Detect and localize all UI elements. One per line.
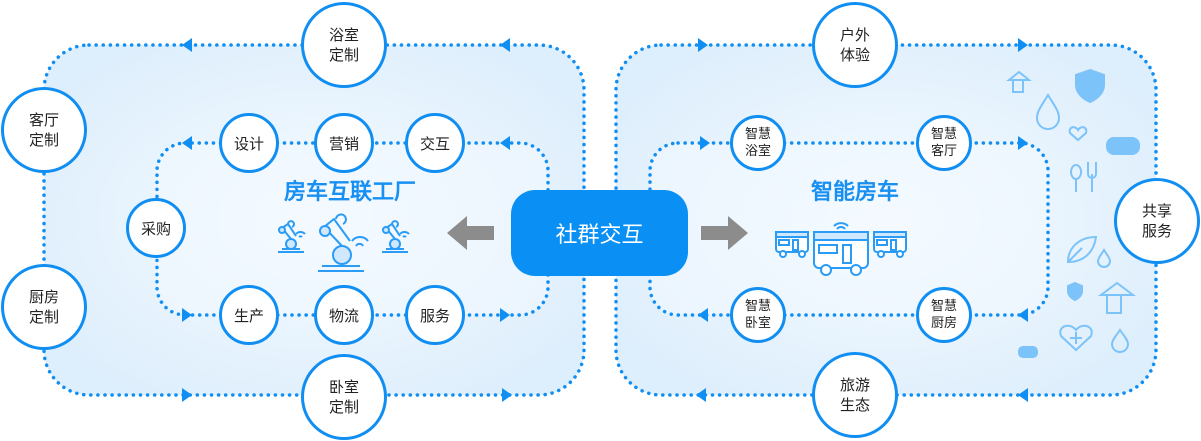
node-label: 浴室定制 <box>328 26 359 64</box>
community-interaction-hub[interactable]: 社群交互 <box>511 190 688 276</box>
service-decor-icons <box>1006 68 1140 358</box>
heart-icon <box>1068 126 1088 142</box>
node-design[interactable]: 设计 <box>219 113 279 173</box>
heart-plus-icon <box>1059 324 1093 352</box>
node-label: 卧室定制 <box>328 378 359 416</box>
hanger-icon <box>1098 281 1136 314</box>
node-label: 旅游生态 <box>839 376 870 414</box>
node-procurement[interactable]: 采购 <box>126 198 186 258</box>
water-drop-icon <box>1096 248 1112 268</box>
node-bedroom-custom[interactable]: 卧室定制 <box>301 354 387 440</box>
node-label: 共享服务 <box>1141 202 1172 240</box>
node-travel-ecology[interactable]: 旅游生态 <box>812 352 898 438</box>
gamepad-icon <box>1018 346 1038 358</box>
node-label: 厨房定制 <box>28 288 59 326</box>
node-label: 智慧浴室 <box>744 127 771 159</box>
node-shared-service[interactable]: 共享服务 <box>1114 178 1200 264</box>
node-marketing[interactable]: 营销 <box>314 113 374 173</box>
node-label: 智慧厨房 <box>930 299 957 331</box>
shield-icon <box>1067 281 1083 302</box>
node-smart-bedroom[interactable]: 智慧卧室 <box>730 287 786 343</box>
node-label: 客厅定制 <box>28 111 59 149</box>
node-label: 智慧客厅 <box>930 127 957 159</box>
node-interaction[interactable]: 交互 <box>405 113 465 173</box>
water-drop-icon <box>1035 93 1061 130</box>
cutlery-icon <box>1070 162 1097 192</box>
robot-arm-icons <box>278 213 410 272</box>
node-smart-bathroom[interactable]: 智慧浴室 <box>730 115 786 171</box>
water-drop-icon <box>1110 328 1130 353</box>
shield-icon <box>1075 68 1105 104</box>
node-production[interactable]: 生产 <box>219 285 279 345</box>
node-logistics[interactable]: 物流 <box>314 285 374 345</box>
factory-inner-loop <box>155 141 550 317</box>
rv-title: 智能房车 <box>810 180 900 205</box>
node-smart-kitchen[interactable]: 智慧厨房 <box>916 287 972 343</box>
hanger-icon <box>1006 70 1032 93</box>
rv-inner-loop <box>648 141 1050 317</box>
leaf-icon <box>1066 235 1098 264</box>
node-livingroom-custom[interactable]: 客厅定制 <box>1 87 87 173</box>
arrow-right-icon <box>701 216 748 250</box>
rv-icons <box>775 222 907 276</box>
node-service[interactable]: 服务 <box>405 285 465 345</box>
node-kitchen-custom[interactable]: 厨房定制 <box>1 264 87 350</box>
flow-arrowheads <box>182 38 1028 402</box>
node-outdoor-experience[interactable]: 户外体验 <box>812 2 898 88</box>
node-smart-livingroom[interactable]: 智慧客厅 <box>916 115 972 171</box>
node-bathroom-custom[interactable]: 浴室定制 <box>301 2 387 88</box>
arrow-left-icon <box>447 216 494 250</box>
node-label: 智慧卧室 <box>744 299 771 331</box>
node-label: 户外体验 <box>839 26 870 64</box>
factory-title: 房车互联工厂 <box>283 180 417 205</box>
gamepad-icon <box>1106 137 1140 155</box>
